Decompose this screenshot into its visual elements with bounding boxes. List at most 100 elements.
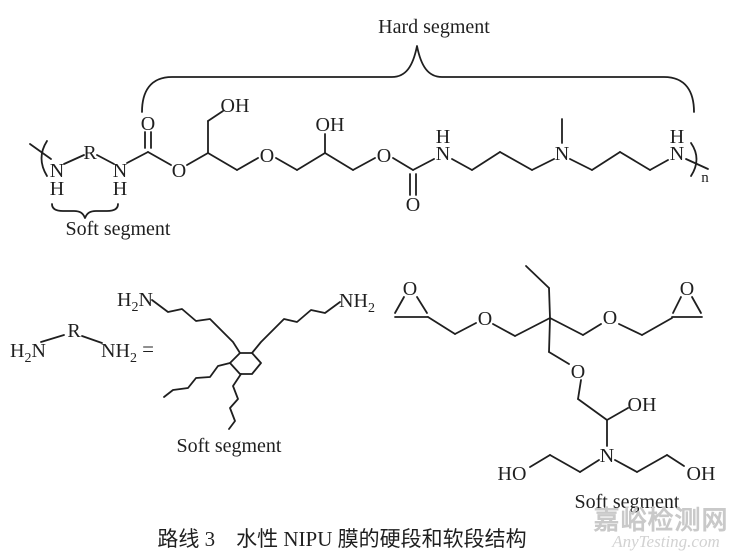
bond-n3-propyl-1	[451, 158, 473, 171]
bond-ethyl-b	[525, 265, 550, 289]
bond-propyl-7	[619, 151, 651, 171]
amine-n-end: N	[670, 143, 684, 165]
hard-segment-brace	[141, 45, 695, 113]
bond-n-ethanol-right-a	[614, 459, 638, 473]
amine-n-2: N	[113, 160, 127, 182]
bond-r-n2	[96, 154, 115, 165]
epoxide-right-co-b	[691, 296, 702, 314]
bond-propyl-8	[649, 159, 669, 171]
soft-segment-label-amine: Soft segment	[177, 435, 282, 457]
bond-n-ethanol-left-c	[529, 454, 551, 468]
hydroxyl-oh-right: OH	[687, 463, 716, 485]
bond-ch2a-o1	[236, 157, 259, 171]
watermark-site-url: AnyTesting.com	[611, 532, 720, 551]
ether-o-2: O	[377, 145, 391, 167]
bond-o2-c2	[392, 157, 414, 171]
hydroxyl-oh-2: OH	[316, 114, 345, 136]
bond-n-ethanol-left-a	[579, 459, 600, 473]
alkyl-chain-upper-right	[251, 301, 341, 354]
epoxide-left-co-a	[394, 296, 405, 314]
equals-sign: =	[142, 337, 154, 361]
carbonyl-o-left: O	[141, 113, 155, 135]
bond-ch2-oh1	[207, 110, 224, 122]
figure-caption: 路线 3 水性 NIPU 膜的硬段和软段结构	[157, 527, 526, 551]
bond-n-ethanol-right-c	[666, 454, 685, 467]
bond-glycidyl-r2	[582, 323, 602, 336]
tertiary-n: N	[555, 143, 569, 165]
carbamate-n-right: N	[436, 143, 450, 165]
bond-glycidyl-l1	[427, 316, 456, 335]
repeat-paren-right	[690, 142, 698, 177]
bond-glycidyl-r4	[641, 317, 673, 336]
chain-end-stub-left	[29, 143, 52, 160]
alkyl-chain-south	[228, 373, 242, 430]
bond-propyl-4	[531, 158, 555, 171]
amine-h-1: H	[50, 178, 64, 200]
nh2-left: NH2	[101, 340, 137, 366]
amine-n-1: N	[50, 160, 64, 182]
bond-o-ch	[186, 152, 209, 166]
bond-ch-ch2a	[207, 152, 238, 171]
bond-glycidyl-l3	[492, 323, 516, 337]
bond-down-arm-c	[577, 379, 582, 400]
bond-glycidyl-l2	[454, 322, 477, 335]
hydroxyl-ho-left: HO	[498, 463, 527, 485]
bond-o1-ch2b	[275, 157, 298, 171]
epoxide-left-co-b	[416, 296, 428, 314]
watermark-site-name: 嘉峪检测网	[593, 505, 728, 535]
carbonyl-o-right: O	[406, 194, 420, 216]
bond-ch-oh-mid	[606, 407, 629, 421]
r-group-label-2: R	[67, 320, 81, 342]
alkyl-chain-upper-left	[151, 299, 241, 354]
epoxide-o-left: O	[403, 278, 417, 300]
bond-propyl-5	[569, 158, 593, 171]
bond-glycidyl-r1	[549, 317, 584, 336]
alkyl-chain-west	[163, 362, 231, 398]
bond-ch2b-ch	[296, 152, 326, 171]
bond-glycidyl-l4	[514, 317, 551, 337]
amine-h-2: H	[113, 178, 127, 200]
bond-propyl-6	[591, 151, 621, 171]
bond-c2-n3	[412, 158, 435, 171]
h2n-upper: H2N	[117, 289, 153, 315]
hydroxyl-oh-1: OH	[221, 95, 250, 117]
ether-o-left-3: O	[478, 308, 492, 330]
soft-segment-underbrace	[51, 203, 119, 219]
hard-segment-label: Hard segment	[378, 16, 490, 38]
ether-o-1: O	[260, 145, 274, 167]
carbamate-o-left: O	[172, 160, 186, 182]
bond-n-ethanol-left-b	[549, 454, 581, 473]
amine-h-end: H	[670, 126, 684, 148]
bond-ch-ch2c	[324, 152, 354, 171]
bond-r-nh2	[81, 335, 103, 344]
bond-h2n-r	[40, 334, 65, 343]
bond-ch2c-o2	[352, 157, 376, 171]
h2n-left: H2N	[10, 340, 46, 366]
repeat-subscript-n: n	[701, 170, 709, 186]
bond-n1-r	[63, 154, 85, 165]
ether-o-right-3: O	[603, 307, 617, 329]
carbamate-h-right: H	[436, 126, 450, 148]
ether-o-down: O	[571, 361, 585, 383]
bond-propyl-2	[471, 151, 501, 171]
bond-down-arm-d	[577, 398, 608, 421]
bond-down-arm-b	[548, 351, 570, 365]
r-group-label: R	[83, 142, 97, 164]
chain-end-stub-right	[685, 158, 709, 170]
epoxide-o-right: O	[680, 278, 694, 300]
epoxide-right-co-a	[672, 296, 682, 314]
bond-n2-carbamate-c	[126, 151, 149, 164]
repeat-paren-left	[40, 140, 48, 177]
nh2-upper: NH2	[339, 290, 375, 316]
bond-ethyl-a	[548, 287, 551, 319]
bond-glycidyl-r3	[618, 323, 643, 336]
soft-segment-label-main: Soft segment	[66, 218, 171, 240]
bond-propyl-3	[499, 151, 533, 171]
bond-down-arm-a	[548, 317, 551, 353]
bond-n-ethanol-right-b	[636, 454, 668, 473]
soft-segment-label-polyol: Soft segment	[575, 491, 680, 513]
bond-c1-o-ester	[147, 151, 172, 166]
